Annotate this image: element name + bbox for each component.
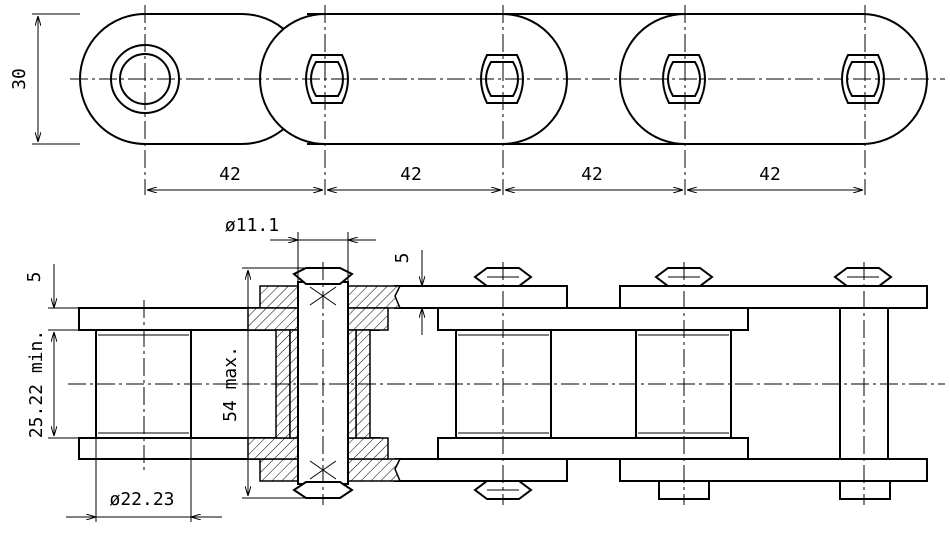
pitch-label-4: 42 [759,164,781,185]
plate-thickness-label: 5 [392,253,413,264]
rivet-head-top-4 [833,267,893,287]
top-view: 30 42 42 42 42 [9,5,945,195]
pin-head-flat-3 [662,54,706,104]
outer-plate-top-right [619,285,928,309]
pitch-label-1: 42 [219,164,241,185]
inner-plate-bottom-2 [437,437,749,460]
sectioned-pin-assembly [247,267,402,499]
roller-diameter-label: ø22.23 [109,489,174,510]
height-dimension-label: 30 [9,68,30,90]
outer-plate-bottom-right [619,458,928,482]
pin-head-flat-4 [841,54,885,104]
inner-width-label: 25.22 min. [26,330,47,438]
outer-plate-top-mid [394,285,568,309]
outer-plate-bottom-mid [394,458,568,482]
inner-plate-top-2 [437,307,749,331]
pin-head-flat-2 [480,54,524,104]
pin-end-bottom-4 [839,480,891,500]
pin-head-flat-1 [305,54,349,104]
pitch-label-3: 42 [581,164,603,185]
plate-thickness-left-label: 5 [24,272,45,283]
section-view: ø11.1 5 5 25.22 min. 54 max. ø22.23 [24,215,945,522]
overall-width-label: 54 max. [220,346,241,422]
pitch-label-2: 42 [400,164,422,185]
pin-diameter-label: ø11.1 [225,215,279,236]
